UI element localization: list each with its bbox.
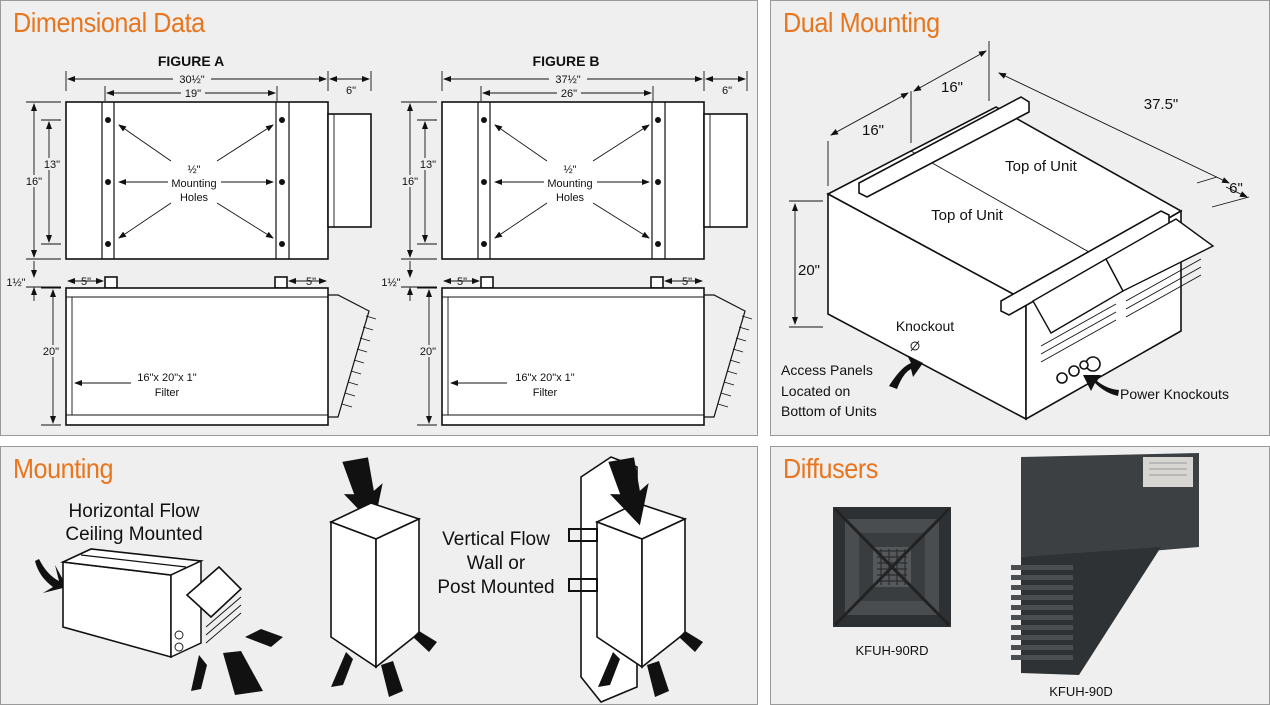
horizontal-flow-line-1: Horizontal Flow <box>69 501 200 522</box>
dual-knockout-label: Knockout <box>896 318 954 334</box>
dual-power-knockouts: Power Knockouts <box>1120 386 1229 402</box>
dual-dim-16-right: 16" <box>941 79 963 96</box>
figure-a-gap-dim: 1½" <box>6 277 25 289</box>
figure-a-filter-label: Filter <box>155 387 180 399</box>
figure-b-side-height: 20" <box>420 346 436 358</box>
figure-b-overall-width: 37½" <box>555 74 580 86</box>
dual-dim-16-left: 16" <box>862 122 884 139</box>
diffusers-panel: Diffusers KFUH-90RD <box>770 446 1270 705</box>
dual-dim-37-5: 37.5" <box>1144 96 1179 113</box>
dimensional-drawings: FIGURE A 30½" 6" 19" <box>6 53 753 426</box>
dual-dim-6: 6" <box>1229 180 1243 197</box>
dual-mounting-drawing: 16" 16" 37.5" 6" 20" Top of Unit Top of … <box>781 41 1250 421</box>
dual-access-line-1: Access Panels <box>781 362 873 378</box>
figure-a-outlet-dim: 6" <box>346 85 356 97</box>
figure-a-holes-size: ½" <box>187 164 200 176</box>
vertical-unit-drawing-2 <box>568 456 703 703</box>
figure-b-holes-label-1: Mounting <box>547 178 592 190</box>
mounting-drawings: Horizontal Flow Ceiling Mounted Vert <box>35 456 703 703</box>
vertical-flow-line-2: Wall or <box>467 553 526 574</box>
dual-mounting-title: Dual Mounting <box>783 7 940 38</box>
dimensional-data-title: Dimensional Data <box>13 7 205 38</box>
horizontal-flow-line-2: Ceiling Mounted <box>65 524 202 545</box>
figure-b-filter-size: 16"x 20"x 1" <box>515 372 575 384</box>
vertical-unit-drawing-1 <box>328 457 437 697</box>
dual-access-line-3: Bottom of Units <box>781 403 877 419</box>
dual-dim-20: 20" <box>798 262 820 279</box>
diffuser-right-model: KFUH-90D <box>1049 684 1113 699</box>
round-diffuser-image <box>833 507 951 627</box>
dimensional-data-panel: Dimensional Data FIGURE A 30½" 6" 19" <box>0 0 758 436</box>
figure-a: FIGURE A 30½" 6" 19" <box>6 53 377 426</box>
figure-a-filter-size: 16"x 20"x 1" <box>137 372 197 384</box>
figure-b-outer-height: 16" <box>402 176 418 188</box>
figure-b-holes-size: ½" <box>563 164 576 176</box>
figure-b-inner-height: 13" <box>420 159 436 171</box>
dual-top-of-unit-1: Top of Unit <box>1005 158 1078 175</box>
access-arrow-icon <box>889 355 923 389</box>
power-arrow-icon <box>1083 375 1119 396</box>
dual-top-of-unit-2: Top of Unit <box>931 207 1004 224</box>
figure-a-side-height: 20" <box>43 346 59 358</box>
vertical-flow-line-3: Post Mounted <box>437 577 554 598</box>
figure-a-inner-height: 13" <box>44 159 60 171</box>
figure-b-inner-width: 26" <box>561 88 577 100</box>
figure-a-offset-left: 5" <box>81 276 91 288</box>
diffuser-left-model: KFUH-90RD <box>856 643 929 658</box>
mounting-panel: Mounting Horizontal Flow Ceiling Mounted <box>0 446 758 705</box>
figure-a-holes-label-2: Holes <box>180 192 209 204</box>
diffuser-products: KFUH-90RD KFUH-90D <box>833 453 1199 699</box>
figure-a-inner-width: 19" <box>185 88 201 100</box>
figure-b-offset-right: 5" <box>682 276 692 288</box>
diffusers-title: Diffusers <box>783 453 878 484</box>
horizontal-unit-drawing <box>35 548 283 695</box>
figure-a-offset-right: 5" <box>306 276 316 288</box>
figure-a-overall-width: 30½" <box>179 74 204 86</box>
figure-b-outlet-dim: 6" <box>722 85 732 97</box>
figure-a-label: FIGURE A <box>158 53 224 69</box>
figure-b-label: FIGURE B <box>533 53 600 69</box>
box-diffuser-image <box>1011 453 1199 675</box>
figure-b-offset-left: 5" <box>457 276 467 288</box>
figure-a-holes-label-1: Mounting <box>171 178 216 190</box>
dual-access-line-2: Located on <box>781 383 850 399</box>
figure-b-holes-label-2: Holes <box>556 192 585 204</box>
mounting-title: Mounting <box>13 453 114 484</box>
vertical-flow-line-1: Vertical Flow <box>442 529 550 550</box>
figure-b-gap-dim: 1½" <box>381 277 400 289</box>
figure-a-outer-height: 16" <box>26 176 42 188</box>
figure-b: FIGURE B 37½" 6" 26" <box>381 53 753 426</box>
dual-mounting-panel: Dual Mounting 16" 16" <box>770 0 1270 436</box>
figure-b-filter-label: Filter <box>533 387 558 399</box>
